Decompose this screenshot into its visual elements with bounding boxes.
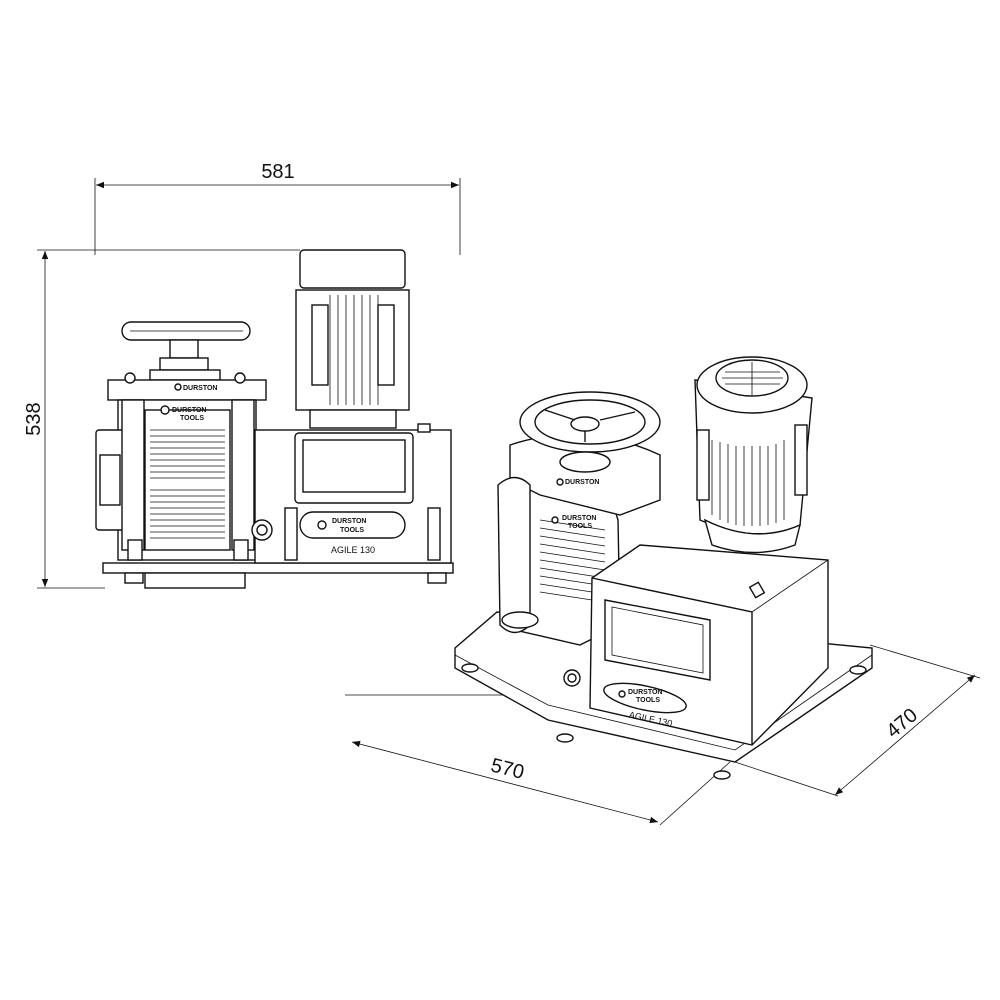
svg-text:DURSTON: DURSTON [565, 479, 599, 486]
dimension-width: 581 [94, 161, 461, 255]
iso-dial [559, 451, 611, 473]
iso-motor [694, 356, 813, 554]
front-view: DURSTON TOOLS DURSTON DURSTON TOOLS AGIL… [95, 249, 454, 589]
dimension-height-label: 538 [23, 402, 45, 435]
svg-text:TOOLS: TOOLS [568, 523, 592, 530]
front-brand-plate [299, 511, 406, 539]
dimension-width-label: 581 [261, 161, 294, 183]
dimension-height: 538 [23, 249, 300, 589]
dimension-depth-label: 470 [882, 704, 922, 742]
rolling-mill: DURSTON TOOLS DURSTON [95, 372, 267, 561]
svg-text:DURSTON: DURSTON [172, 407, 206, 414]
mill-brand-badge: DURSTON TOOLS [160, 405, 206, 422]
dial-badge: DURSTON [174, 383, 217, 392]
base-plate [102, 562, 454, 574]
svg-text:DURSTON: DURSTON [332, 518, 366, 525]
svg-text:DURSTON: DURSTON [183, 385, 217, 392]
svg-text:TOOLS: TOOLS [340, 527, 364, 534]
iso-display [604, 599, 711, 681]
iso-brand-plate [603, 682, 687, 714]
iso-gearbox: DURSTON TOOLS AGILE 130 [563, 544, 829, 746]
front-model-label: AGILE 130 [331, 545, 375, 555]
foot-right [427, 572, 447, 584]
iso-rolling-mill: DURSTON DURSTON TOOLS [497, 391, 661, 646]
gearbox-body: DURSTON TOOLS AGILE 130 [251, 423, 452, 564]
motor [295, 249, 410, 429]
svg-text:TOOLS: TOOLS [180, 415, 204, 422]
isometric-view: DURSTON DURSTON TOOLS DURSTON TOOLS AGIL… [454, 356, 873, 780]
base-lip [144, 572, 246, 589]
handwheel [121, 321, 251, 381]
svg-text:DURSTON: DURSTON [628, 689, 662, 696]
svg-text:DURSTON: DURSTON [562, 515, 596, 522]
foot-left [124, 572, 144, 584]
svg-text:TOOLS: TOOLS [636, 697, 660, 704]
